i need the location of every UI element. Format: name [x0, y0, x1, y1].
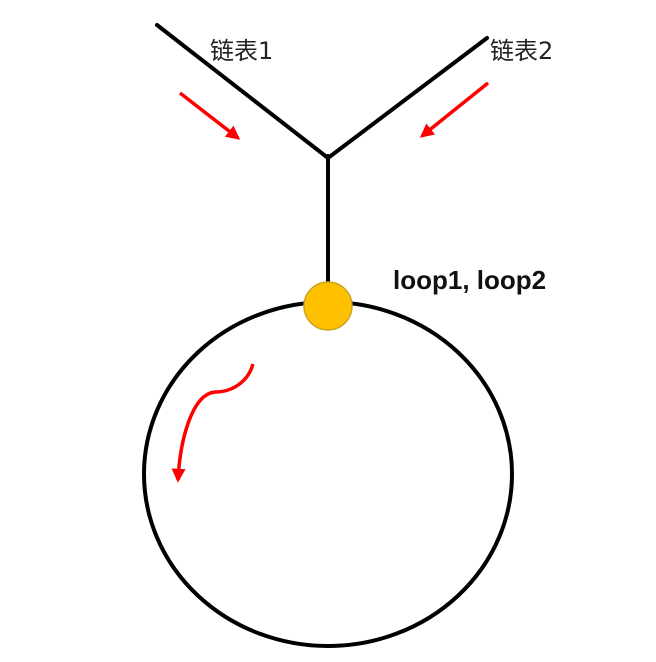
- list1-branch-line: [155, 23, 330, 160]
- list2-branch-line: [326, 36, 489, 160]
- list2-direction-arrow: [419, 81, 490, 138]
- list1-direction-arrow: [178, 91, 241, 140]
- list2-label: 链表2: [490, 37, 553, 65]
- loop-circle: [142, 300, 514, 648]
- loop-entry-label: loop1, loop2: [393, 265, 546, 295]
- list1-label: 链表1: [210, 37, 273, 65]
- loop-entry-node: [303, 281, 353, 331]
- loop-direction-arrow: [171, 363, 255, 483]
